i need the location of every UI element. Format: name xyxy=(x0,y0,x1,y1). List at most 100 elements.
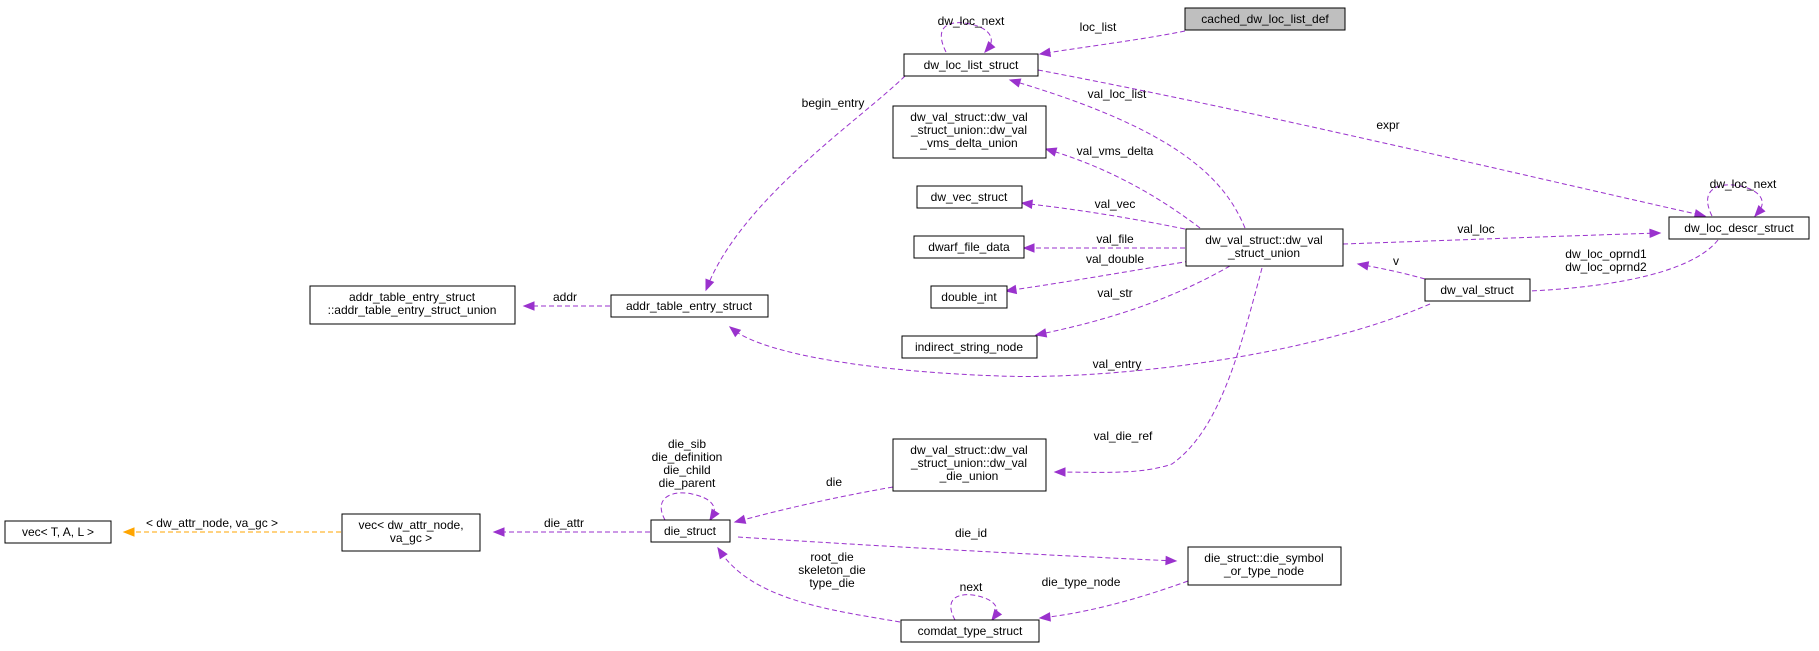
edge-val-file: val_file xyxy=(1022,232,1185,253)
edge-die: die xyxy=(733,475,894,524)
edge-val-loc: val_loc xyxy=(1342,222,1662,245)
svg-text:addr_table_entry_struct::addr_: addr_table_entry_struct::addr_table_entr… xyxy=(328,290,497,317)
svg-text:indirect_string_node: indirect_string_node xyxy=(915,340,1023,354)
edge-label: die_attr xyxy=(544,516,584,530)
node-addr-table-entry-struct-union[interactable]: addr_table_entry_struct::addr_table_entr… xyxy=(309,285,516,325)
edge-template-args: < dw_attr_node, va_gc > xyxy=(122,516,341,537)
edge-loc-list: loc_list xyxy=(1038,20,1186,58)
edge-dw-loc-next-descr: dw_loc_next xyxy=(1707,177,1777,218)
svg-text:dw_val_struct::dw_val_struct_u: dw_val_struct::dw_val_struct_union::dw_v… xyxy=(910,443,1028,483)
edge-arrowhead xyxy=(1356,261,1370,271)
edge-next: next xyxy=(950,580,1003,622)
edge-arrowhead xyxy=(1004,284,1018,295)
edge-arrowhead xyxy=(522,301,535,311)
svg-text:cached_dw_loc_list_def: cached_dw_loc_list_def xyxy=(1201,12,1329,26)
svg-text:die_struct: die_struct xyxy=(664,524,717,538)
node-dw-loc-list-struct[interactable]: dw_loc_list_struct xyxy=(903,53,1039,77)
node-die-symbol-or-type-node[interactable]: die_struct::die_symbol_or_type_node xyxy=(1187,546,1342,586)
edge-label: begin_entry xyxy=(802,96,865,110)
edge-v: v xyxy=(1356,254,1426,280)
edge-arrowhead xyxy=(991,608,1003,622)
edge-val-vec: val_vec xyxy=(1020,197,1186,230)
edge-label: die_type_node xyxy=(1042,575,1121,589)
edge-label: die xyxy=(826,475,842,489)
edge-arrowhead xyxy=(1165,555,1178,566)
edge-begin-entry: begin_entry xyxy=(705,75,906,292)
edge-label: die_id xyxy=(955,526,987,540)
svg-text:vec< dw_attr_node,va_gc >: vec< dw_attr_node,va_gc > xyxy=(358,518,463,545)
edge-dw-loc-next-list: dw_loc_next xyxy=(938,14,1005,54)
node-dw-vec-struct[interactable]: dw_vec_struct xyxy=(916,185,1023,209)
edge-label: val_file xyxy=(1096,232,1134,246)
svg-text:dw_vec_struct: dw_vec_struct xyxy=(931,190,1008,204)
node-vec-t-a-l[interactable]: vec< T, A, L > xyxy=(4,520,112,544)
edge-label: val_loc xyxy=(1457,222,1494,236)
edge-label: v xyxy=(1393,254,1399,268)
edge-die-attr: die_attr xyxy=(492,516,650,537)
edge-arrowhead xyxy=(1053,467,1066,477)
edge-arrowhead xyxy=(717,546,728,560)
edge-label: < dw_attr_node, va_gc > xyxy=(146,516,278,530)
node-cached-dw-loc-list-def[interactable]: cached_dw_loc_list_def xyxy=(1184,7,1346,31)
node-dw-val-die-union[interactable]: dw_val_struct::dw_val_struct_union::dw_v… xyxy=(892,438,1047,492)
node-vec-dw-attr-node[interactable]: vec< dw_attr_node,va_gc > xyxy=(341,513,481,552)
svg-text:dw_loc_descr_struct: dw_loc_descr_struct xyxy=(1684,221,1794,235)
edge-label: val_double xyxy=(1086,252,1144,266)
edge-label: loc_list xyxy=(1080,20,1117,34)
edge-val-double: val_double xyxy=(1004,252,1191,295)
edge-arrowhead xyxy=(1038,612,1051,622)
edge-arrowhead xyxy=(122,527,135,537)
node-comdat-type-struct[interactable]: comdat_type_struct xyxy=(900,619,1040,643)
edge-label: addr xyxy=(553,290,577,304)
node-dwarf-file-data[interactable]: dwarf_file_data xyxy=(913,235,1025,259)
edge-label: val_vms_delta xyxy=(1077,144,1154,158)
edge-arrowhead xyxy=(1020,199,1033,209)
edge-arrowhead xyxy=(733,514,747,524)
edge-arrowhead xyxy=(1034,328,1048,338)
edge-val-die-ref: val_die_ref xyxy=(1053,267,1263,477)
node-dw-loc-descr-struct[interactable]: dw_loc_descr_struct xyxy=(1668,216,1810,240)
svg-text:dw_val_struct::dw_val_struct_u: dw_val_struct::dw_val_struct_union::dw_v… xyxy=(910,110,1028,150)
node-dw-val-struct[interactable]: dw_val_struct xyxy=(1424,278,1531,302)
edge-arrowhead xyxy=(492,527,505,537)
node-addr-table-entry-struct[interactable]: addr_table_entry_struct xyxy=(610,294,769,318)
node-die-struct[interactable]: die_struct xyxy=(650,519,731,543)
svg-text:dwarf_file_data: dwarf_file_data xyxy=(928,240,1010,254)
node-indirect-string-node[interactable]: indirect_string_node xyxy=(901,335,1038,359)
edge-arrowhead xyxy=(1754,205,1766,218)
edge-arrowhead xyxy=(1649,228,1662,239)
edge-arrowhead xyxy=(984,40,996,54)
edge-arrowhead xyxy=(705,278,715,292)
edge-val-loc-list: val_loc_list xyxy=(1008,78,1246,229)
svg-text:die_struct::die_symbol_or_type: die_struct::die_symbol_or_type_node xyxy=(1204,551,1323,578)
edge-arrowhead xyxy=(1038,47,1052,58)
edge-arrowhead xyxy=(709,508,720,522)
node-dw-val-struct-union[interactable]: dw_val_struct::dw_val_struct_union xyxy=(1185,228,1344,267)
edge-val-str: val_str xyxy=(1034,265,1231,338)
edge-val-vms-delta: val_vms_delta xyxy=(1044,144,1201,229)
edge-label: val_vec xyxy=(1095,197,1136,211)
edge-die-type-node: die_type_node xyxy=(1038,575,1189,622)
svg-text:dw_val_struct: dw_val_struct xyxy=(1440,283,1514,297)
edge-arrowhead xyxy=(1022,243,1035,253)
edge-label: next xyxy=(960,580,983,594)
edge-val-entry: val_entry xyxy=(728,303,1431,377)
edge-label: expr xyxy=(1376,118,1399,132)
edge-arrowhead xyxy=(1044,147,1058,157)
edge-label: val_entry xyxy=(1093,357,1142,371)
edge-addr: addr xyxy=(522,290,610,311)
svg-text:comdat_type_struct: comdat_type_struct xyxy=(918,624,1023,638)
edge-label: dw_loc_next xyxy=(938,14,1005,28)
node-double-int[interactable]: double_int xyxy=(930,285,1008,309)
node-dw-val-vms-delta-union[interactable]: dw_val_struct::dw_val_struct_union::dw_v… xyxy=(892,105,1047,159)
edge-label: dw_loc_next xyxy=(1710,177,1777,191)
edge-arrowhead xyxy=(1008,78,1022,88)
svg-text:double_int: double_int xyxy=(941,290,997,304)
